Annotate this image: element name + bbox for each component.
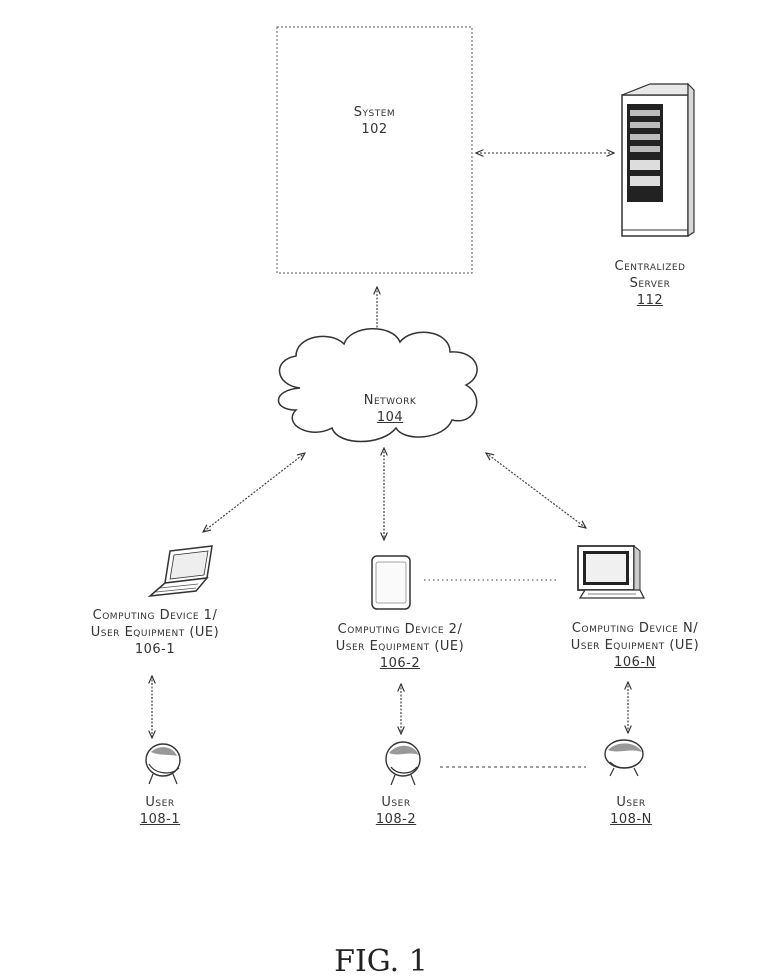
device-name: Computing Device 2/	[300, 621, 500, 638]
user-name: User	[581, 794, 681, 811]
user-name: User	[110, 794, 210, 811]
server-label: Centralized Server 112	[580, 258, 720, 309]
user-ref: 108-N	[581, 811, 681, 828]
device-ref: 106-2	[300, 655, 500, 672]
figure-label: FIG. 1	[0, 944, 762, 979]
user-label: User 108-N	[581, 794, 681, 828]
device-type: User Equipment (UE)	[55, 624, 255, 641]
server-icon	[622, 84, 694, 236]
server-ref: 112	[580, 292, 720, 309]
user-icon	[386, 742, 420, 785]
user-name: User	[346, 794, 446, 811]
device-ref: 106-N	[535, 654, 735, 671]
network-label: Network 104	[320, 392, 460, 426]
device-label: Computing Device 2/ User Equipment (UE) …	[300, 621, 500, 672]
device-ref: 106-1	[55, 641, 255, 658]
system-box	[277, 27, 472, 273]
system-label: System 102	[277, 104, 472, 138]
user-ref: 108-2	[346, 811, 446, 828]
device-name: Computing Device N/	[535, 620, 735, 637]
device-label: Computing Device N/ User Equipment (UE) …	[535, 620, 735, 671]
network-device1-link	[203, 453, 305, 532]
network-name: Network	[320, 392, 460, 409]
user-icon	[605, 740, 643, 776]
server-name-line2: Server	[580, 275, 720, 292]
network-ref: 104	[320, 409, 460, 426]
server-name-line1: Centralized	[580, 258, 720, 275]
system-name: System	[277, 104, 472, 121]
user-label: User 108-1	[110, 794, 210, 828]
laptop-icon	[150, 546, 212, 596]
device-type: User Equipment (UE)	[300, 638, 500, 655]
user-ref: 108-1	[110, 811, 210, 828]
system-ref: 102	[277, 121, 472, 138]
network-deviceN-link	[486, 453, 586, 528]
device-name: Computing Device 1/	[55, 607, 255, 624]
user-icon	[146, 744, 180, 784]
device-label: Computing Device 1/ User Equipment (UE) …	[55, 607, 255, 658]
tablet-icon	[372, 556, 410, 609]
device-type: User Equipment (UE)	[535, 637, 735, 654]
user-label: User 108-2	[346, 794, 446, 828]
desktop-icon	[578, 546, 644, 598]
